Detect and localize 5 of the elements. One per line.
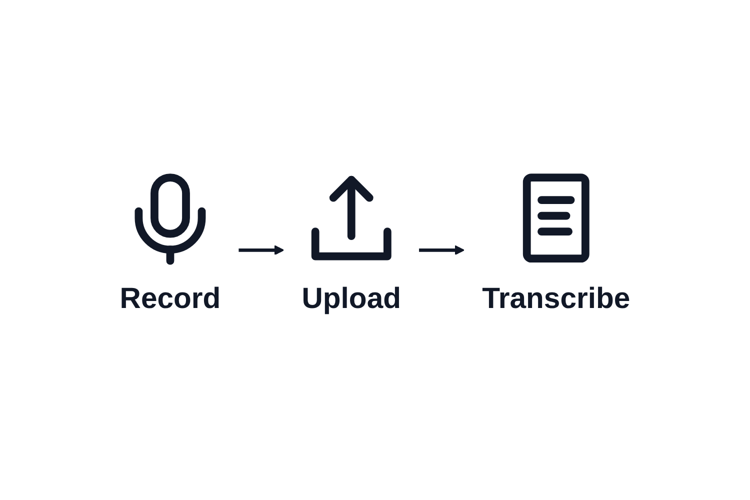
node-text: Upload bbox=[302, 280, 401, 315]
node-text: Record bbox=[120, 280, 221, 315]
arrow bbox=[419, 245, 465, 255]
node-text: Transcribe bbox=[482, 280, 630, 315]
arrow bbox=[238, 245, 284, 255]
